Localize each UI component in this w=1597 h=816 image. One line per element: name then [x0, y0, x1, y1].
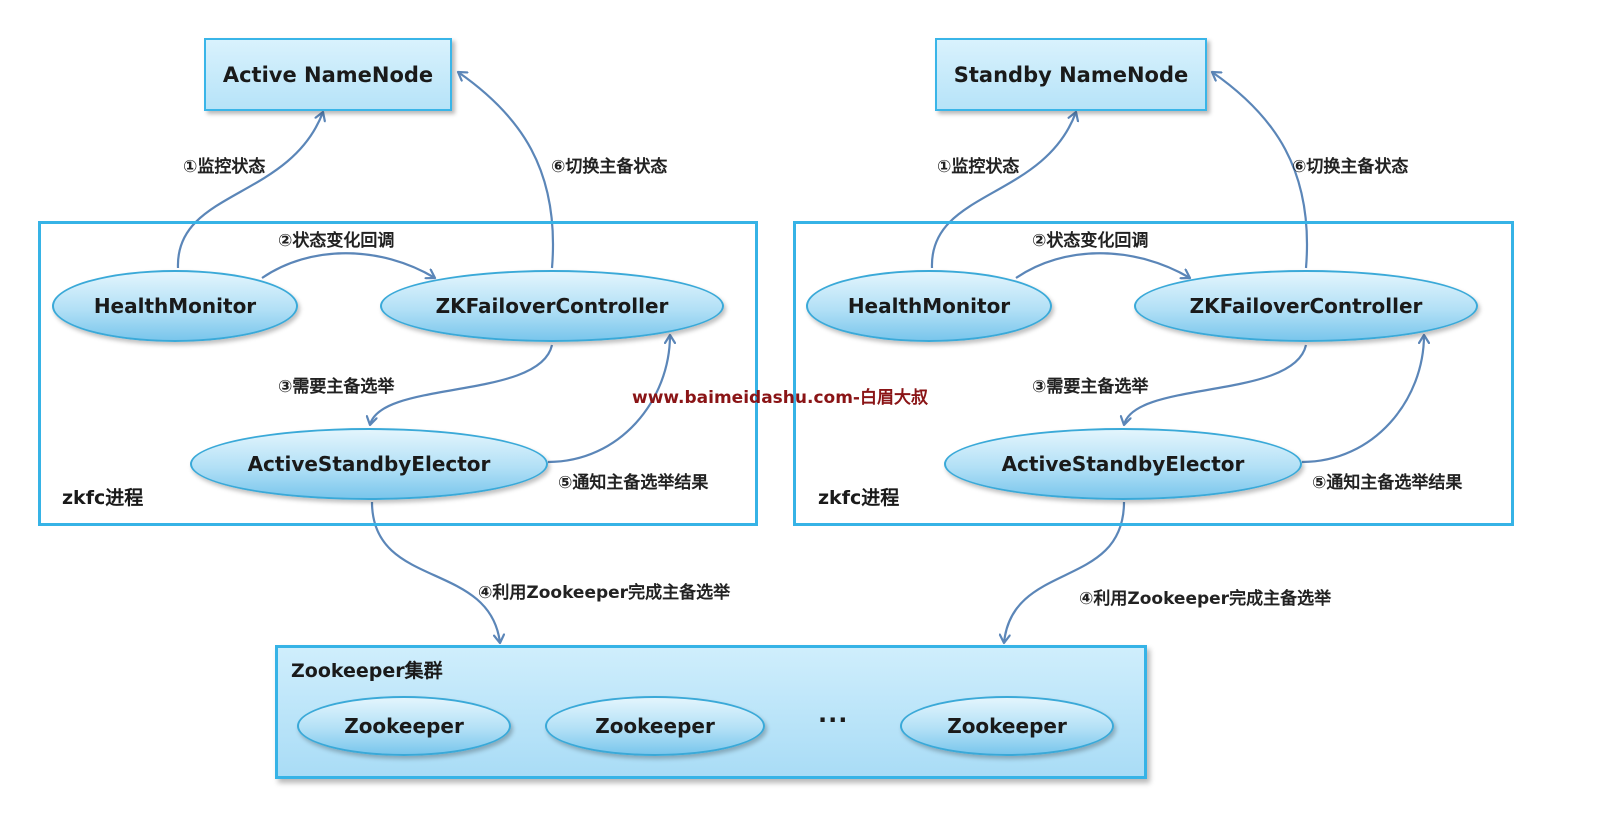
- step1-label-left: ①监控状态: [183, 157, 266, 177]
- active-standby-elector-label: ActiveStandbyElector: [1001, 452, 1245, 476]
- active-standby-elector-label: ActiveStandbyElector: [247, 452, 491, 476]
- zookeeper-node-label: Zookeeper: [344, 714, 464, 738]
- step6-label-left: ⑥切换主备状态: [551, 157, 668, 177]
- zookeeper-node: Zookeeper: [545, 696, 765, 756]
- zkfailover-controller-left: ZKFailoverController: [380, 270, 724, 342]
- active-namenode: Active NameNode: [204, 38, 452, 111]
- step1-label-right: ①监控状态: [937, 157, 1020, 177]
- health-monitor-label: HealthMonitor: [93, 294, 257, 318]
- zkfc-process-frame-left: [38, 221, 758, 526]
- zookeeper-node: Zookeeper: [297, 696, 511, 756]
- health-monitor-label: HealthMonitor: [847, 294, 1011, 318]
- health-monitor-left: HealthMonitor: [52, 270, 298, 342]
- arrow-state-callback-right: [1015, 252, 1190, 278]
- step3-label-left: ③需要主备选举: [278, 377, 395, 397]
- arrow-zookeeper-election-left: [370, 501, 500, 643]
- watermark-text: www.baimeidashu.com-白眉大叔: [632, 388, 928, 408]
- zkfailover-controller-label: ZKFailoverController: [435, 294, 669, 318]
- arrow-need-election-left: [370, 344, 554, 425]
- zkfc-process-label-right: zkfc进程: [818, 487, 900, 509]
- step5-label-left: ⑤通知主备选举结果: [558, 473, 709, 493]
- step5-label-right: ⑤通知主备选举结果: [1312, 473, 1463, 493]
- arrow-notify-result-right: [1301, 335, 1424, 464]
- active-standby-elector-right: ActiveStandbyElector: [944, 428, 1302, 500]
- arrow-need-election-right: [1124, 344, 1308, 425]
- zookeeper-ellipsis: ···: [818, 706, 849, 734]
- arrow-notify-result-left: [547, 335, 670, 464]
- zookeeper-node-label: Zookeeper: [947, 714, 1067, 738]
- arrow-state-callback-left: [261, 252, 435, 278]
- step2-label-left: ②状态变化回调: [278, 231, 395, 251]
- zkfc-process-label-left: zkfc进程: [62, 487, 144, 509]
- arrow-switch-state-left: [458, 72, 555, 269]
- zookeeper-node-label: Zookeeper: [595, 714, 715, 738]
- zkfailover-controller-right: ZKFailoverController: [1134, 270, 1478, 342]
- zookeeper-cluster-label: Zookeeper集群: [291, 660, 443, 682]
- step4-label-right: ④利用Zookeeper完成主备选举: [1079, 589, 1332, 609]
- standby-namenode: Standby NameNode: [935, 38, 1207, 111]
- zookeeper-node: Zookeeper: [900, 696, 1114, 756]
- step4-label-left: ④利用Zookeeper完成主备选举: [478, 583, 731, 603]
- health-monitor-right: HealthMonitor: [806, 270, 1052, 342]
- arrow-monitor-status-left: [176, 112, 323, 269]
- step3-label-right: ③需要主备选举: [1032, 377, 1149, 397]
- active-namenode-label: Active NameNode: [222, 62, 434, 87]
- arrow-switch-state-right: [1212, 72, 1309, 269]
- arrow-zookeeper-election-right: [1004, 501, 1126, 643]
- standby-namenode-label: Standby NameNode: [953, 62, 1189, 87]
- zkfc-process-frame-right: [793, 221, 1514, 526]
- arrow-monitor-status-right: [930, 112, 1076, 269]
- step6-label-right: ⑥切换主备状态: [1292, 157, 1409, 177]
- step2-label-right: ②状态变化回调: [1032, 231, 1149, 251]
- active-standby-elector-left: ActiveStandbyElector: [190, 428, 548, 500]
- zkfailover-controller-label: ZKFailoverController: [1189, 294, 1423, 318]
